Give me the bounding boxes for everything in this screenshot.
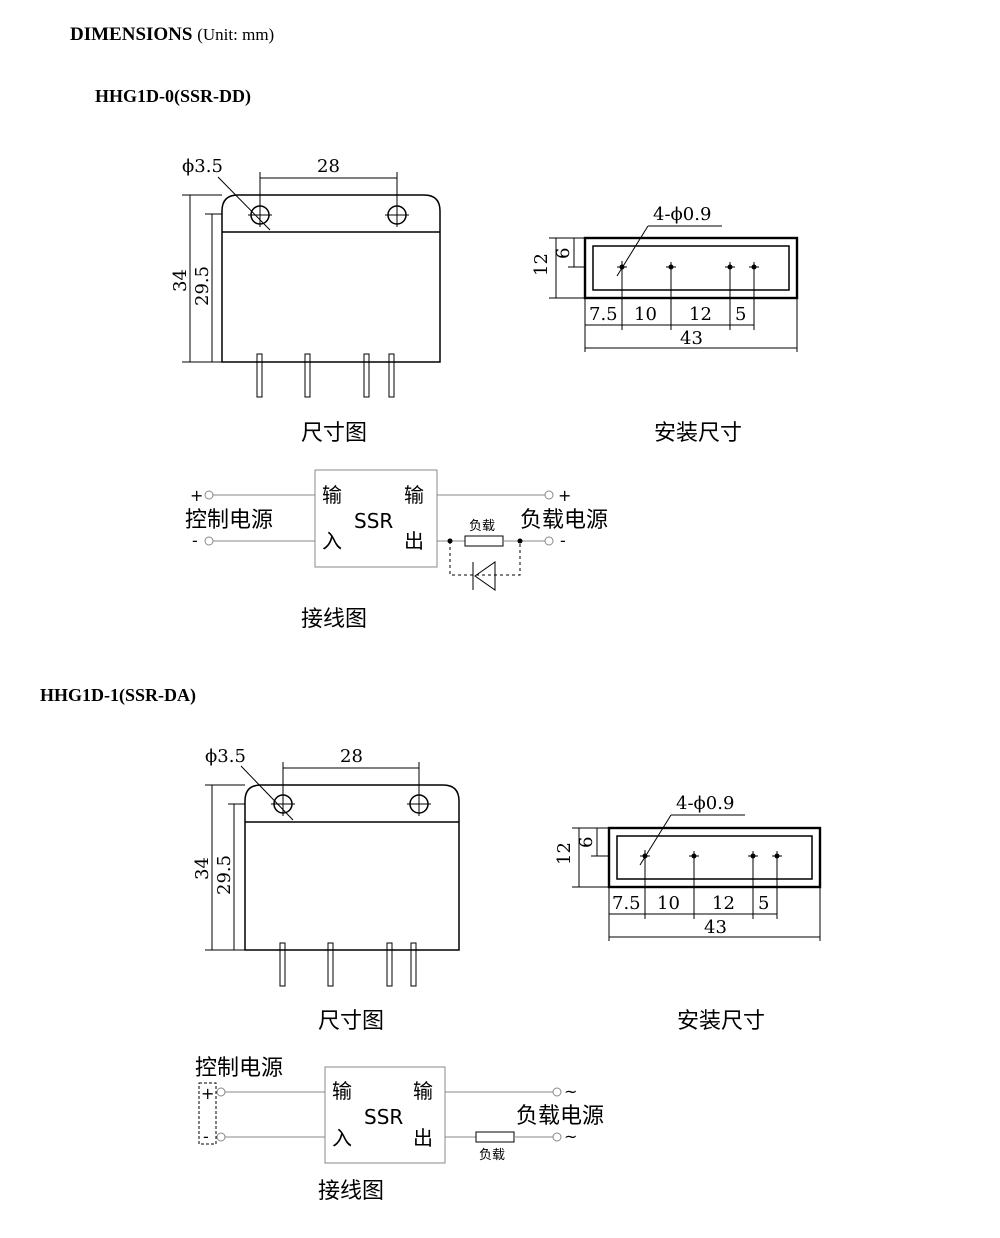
model-1-body-height: 29.5 <box>214 855 235 895</box>
model-0-body-height: 29.5 <box>192 266 213 306</box>
model-0-hole-dia: ϕ3.5 <box>182 156 223 177</box>
model-1-body-outline <box>244 784 460 951</box>
model-1-control-power: 控制电源 <box>195 1056 283 1081</box>
model-1-ssr-box <box>324 1066 446 1164</box>
model-1-install-width: 43 <box>704 917 727 938</box>
model-1-spacing-3: 12 <box>712 893 735 914</box>
model-0-spacing-1: 7.5 <box>589 304 618 325</box>
model-0-title: HHG1D-0(SSR-DD) <box>95 86 251 106</box>
model-0-pin-count-dia: 4-ϕ0.9 <box>653 204 711 225</box>
model-1-total-height: 34 <box>192 857 213 880</box>
model-1-hole-dia: ϕ3.5 <box>205 746 246 767</box>
model-0-control-power: 控制电源 <box>185 508 273 533</box>
model-0-load-plus-terminal <box>544 490 554 500</box>
model-0-install-inner <box>592 245 790 291</box>
model-1-load-ac-2: ~ <box>564 1127 577 1146</box>
title-unit: (Unit: mm) <box>197 25 275 44</box>
model-1-install-pin-row: 6 <box>576 837 597 848</box>
model-0-load-resistor <box>464 535 504 547</box>
model-1-load-ac-1: ~ <box>564 1082 577 1101</box>
model-0-caption-dimension: 尺寸图 <box>301 421 367 446</box>
model-0-total-height: 34 <box>170 269 191 292</box>
model-1-install-outer <box>607 826 822 889</box>
model-0-ssr-box <box>314 469 438 568</box>
model-1-load-resistor <box>475 1131 515 1143</box>
model-1-hole-right <box>407 792 431 816</box>
model-0-install-pin-row: 6 <box>553 248 574 259</box>
model-0-install-height: 12 <box>531 253 552 276</box>
model-1-load-power: 负载电源 <box>516 1104 604 1129</box>
model-1-wiring-diagram: 输 入 输 出 SSR 控制电源 + - 负载 <box>195 1056 604 1204</box>
model-1-load-label: 负载 <box>479 1148 505 1163</box>
model-0-dimension-drawing: ϕ3.5 28 34 29.5 <box>170 156 441 446</box>
model-0-install-outer <box>583 236 799 300</box>
title-bold: DIMENSIONS <box>70 24 193 45</box>
model-1-output-char1: 输 <box>413 1079 433 1103</box>
model-0-wiring-diagram: 输 入 输 出 SSR + - 控制电源 负载 <box>185 469 608 632</box>
model-1-pins <box>279 942 417 987</box>
model-0-install-width: 43 <box>680 328 703 349</box>
model-0-install-drawing: 4-ϕ0.9 12 6 7.5 10 12 <box>531 204 799 446</box>
model-0-caption-wiring: 接线图 <box>301 607 367 632</box>
model-1-input-char1: 输 <box>332 1079 352 1103</box>
model-0-hole-spacing: 28 <box>317 156 340 177</box>
model-0-hole-left <box>248 203 272 227</box>
model-1-install-drawing: 4-ϕ0.9 12 6 7.5 10 12 5 43 <box>554 793 822 1034</box>
model-1-spacing-1: 7.5 <box>612 893 641 914</box>
model-0-drawings: ϕ3.5 28 34 29.5 <box>170 156 799 632</box>
model-1-hole-spacing: 28 <box>340 746 363 767</box>
model-1-ctrl-plus: + <box>201 1084 214 1103</box>
model-1-install-pins <box>640 850 782 862</box>
model-1-hole-leader <box>240 765 294 821</box>
model-0-ctrl-minus-terminal <box>204 536 214 546</box>
model-0-load-minus: - <box>560 531 566 550</box>
model-1-install-height: 12 <box>554 842 575 865</box>
model-1-caption-wiring: 接线图 <box>318 1179 384 1204</box>
model-0-output-char1: 输 <box>404 483 424 507</box>
model-0-body-outline <box>221 194 441 363</box>
model-1-ctrl-source-box <box>198 1082 217 1145</box>
model-0-load-power: 负载电源 <box>520 508 608 533</box>
model-0-output-char2: 出 <box>404 529 424 553</box>
model-0-hole-leader <box>217 176 271 231</box>
model-1-output-char2: 出 <box>413 1126 433 1150</box>
model-1-pin-count-dia: 4-ϕ0.9 <box>676 793 734 814</box>
model-0-ctrl-plus-terminal <box>204 490 214 500</box>
model-0-caption-install: 安装尺寸 <box>654 421 742 446</box>
model-0-spacing-4: 5 <box>735 304 746 325</box>
model-1-install-inner <box>616 835 813 880</box>
model-1-caption-install: 安装尺寸 <box>677 1009 765 1034</box>
model-0-input-char1: 输 <box>322 483 342 507</box>
model-0-load-minus-terminal <box>544 536 554 546</box>
model-0-ctrl-plus: + <box>190 486 203 505</box>
model-1-title: HHG1D-1(SSR-DA) <box>40 685 196 705</box>
model-0-load-label: 负载 <box>469 519 495 534</box>
model-0-spacing-2: 10 <box>634 304 657 325</box>
model-0-pins <box>256 353 395 398</box>
page-title: DIMENSIONS (Unit: mm) <box>70 24 274 46</box>
model-1-ssr-label: SSR <box>364 1105 403 1129</box>
model-1-spacing-4: 5 <box>758 893 769 914</box>
model-0-ctrl-minus: - <box>192 531 198 550</box>
model-0-ssr-label: SSR <box>354 509 393 533</box>
model-1-caption-dimension: 尺寸图 <box>318 1009 384 1034</box>
model-0-spacing-3: 12 <box>689 304 712 325</box>
model-0-input-char2: 入 <box>322 529 342 553</box>
model-1-input-char2: 入 <box>332 1126 352 1150</box>
model-1-drawings: ϕ3.5 28 34 29.5 尺寸图 <box>192 746 822 1204</box>
model-0-install-pins <box>617 261 759 273</box>
model-0-load-plus: + <box>558 486 571 505</box>
model-1-hole-left <box>271 792 295 816</box>
model-0-hole-right <box>385 203 409 227</box>
model-0-flyback-diode <box>447 538 523 591</box>
model-1-ctrl-minus: - <box>203 1127 209 1146</box>
model-1-dimension-drawing: ϕ3.5 28 34 29.5 尺寸图 <box>192 746 460 1034</box>
model-1-spacing-2: 10 <box>657 893 680 914</box>
